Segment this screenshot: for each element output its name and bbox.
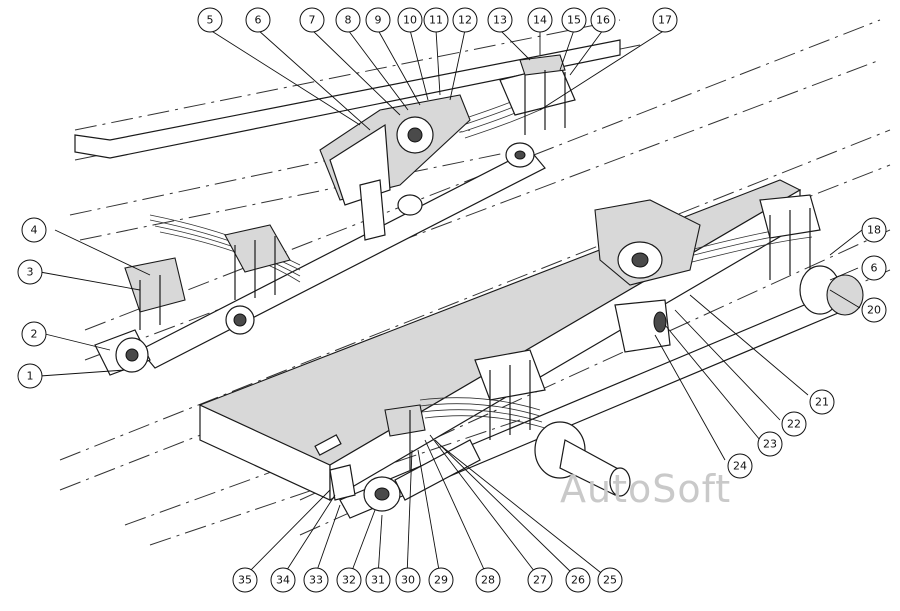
callout-label: 31 bbox=[371, 574, 385, 587]
callout-5: 5 bbox=[197, 7, 223, 33]
callout-label: 5 bbox=[207, 14, 214, 27]
callout-29: 29 bbox=[428, 567, 454, 593]
callout-6a: 6 bbox=[245, 7, 271, 33]
frame-rails bbox=[59, 19, 891, 546]
callout-label: 23 bbox=[763, 438, 777, 451]
callout-label: 6 bbox=[255, 14, 262, 27]
callout-label: 34 bbox=[276, 574, 290, 587]
callout-label: 25 bbox=[603, 574, 617, 587]
callout-12: 12 bbox=[452, 7, 478, 33]
callout-34: 34 bbox=[270, 567, 296, 593]
callout-label: 15 bbox=[567, 14, 581, 27]
callout-label: 14 bbox=[533, 14, 547, 27]
callout-label: 9 bbox=[375, 14, 382, 27]
callout-32: 32 bbox=[336, 567, 362, 593]
callout-label: 13 bbox=[493, 14, 507, 27]
callout-3: 3 bbox=[17, 259, 43, 285]
callout-label: 8 bbox=[345, 14, 352, 27]
callout-label: 4 bbox=[31, 224, 38, 237]
callout-label: 30 bbox=[401, 574, 415, 587]
callout-15: 15 bbox=[561, 7, 587, 33]
callout-label: 33 bbox=[309, 574, 323, 587]
callout-label: 6 bbox=[871, 262, 878, 275]
callout-25: 25 bbox=[597, 567, 623, 593]
callout-28: 28 bbox=[475, 567, 501, 593]
callout-label: 11 bbox=[429, 14, 443, 27]
callout-label: 27 bbox=[533, 574, 547, 587]
callout-21: 21 bbox=[809, 389, 835, 415]
leader-lines bbox=[39, 29, 863, 577]
lower-axle-assembly bbox=[329, 194, 864, 519]
callout-label: 20 bbox=[867, 304, 881, 317]
callout-label: 26 bbox=[571, 574, 585, 587]
callout-13: 13 bbox=[487, 7, 513, 33]
callout-4: 4 bbox=[21, 217, 47, 243]
watermark-text: AutoSoft bbox=[560, 467, 731, 511]
callout-35: 35 bbox=[232, 567, 258, 593]
callout-2: 2 bbox=[21, 321, 47, 347]
callout-label: 29 bbox=[434, 574, 448, 587]
callout-label: 1 bbox=[27, 370, 34, 383]
callout-8: 8 bbox=[335, 7, 361, 33]
callout-26: 26 bbox=[565, 567, 591, 593]
callout-label: 32 bbox=[342, 574, 356, 587]
callout-label: 7 bbox=[309, 14, 316, 27]
callout-27: 27 bbox=[527, 567, 553, 593]
callout-label: 10 bbox=[403, 14, 417, 27]
callout-10: 10 bbox=[397, 7, 423, 33]
callout-11: 11 bbox=[423, 7, 449, 33]
callout-label: 28 bbox=[481, 574, 495, 587]
callout-9: 9 bbox=[365, 7, 391, 33]
callout-6b: 6 bbox=[861, 255, 887, 281]
callout-24: 24 bbox=[727, 453, 753, 479]
callout-20: 20 bbox=[861, 297, 887, 323]
callout-18: 18 bbox=[861, 217, 887, 243]
callout-label: 24 bbox=[733, 460, 747, 473]
callout-17: 17 bbox=[652, 7, 678, 33]
callout-23: 23 bbox=[757, 431, 783, 457]
callout-1: 1 bbox=[17, 363, 43, 389]
callout-30: 30 bbox=[395, 567, 421, 593]
callout-33: 33 bbox=[303, 567, 329, 593]
callout-31: 31 bbox=[365, 567, 391, 593]
callout-16: 16 bbox=[590, 7, 616, 33]
callout-label: 17 bbox=[658, 14, 672, 27]
callout-label: 16 bbox=[596, 14, 610, 27]
callout-label: 3 bbox=[27, 266, 34, 279]
callout-label: 2 bbox=[31, 328, 38, 341]
callout-22: 22 bbox=[781, 411, 807, 437]
callout-labels: 1 2 3 4 5 6 7 8 9 10 11 12 13 14 15 16 1… bbox=[17, 7, 887, 593]
upper-axle-assembly bbox=[94, 54, 576, 376]
callout-7: 7 bbox=[299, 7, 325, 33]
callout-14: 14 bbox=[527, 7, 553, 33]
callout-label: 12 bbox=[458, 14, 472, 27]
callout-label: 35 bbox=[238, 574, 252, 587]
callout-label: 18 bbox=[867, 224, 881, 237]
callout-label: 22 bbox=[787, 418, 801, 431]
callout-label: 21 bbox=[815, 396, 829, 409]
